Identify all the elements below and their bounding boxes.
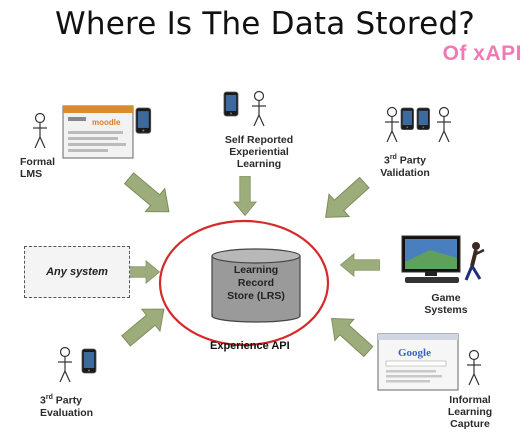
smartphone-icon-lms (135, 107, 152, 134)
label-line: Game (431, 292, 461, 304)
arrow-icon-self-reported (233, 176, 257, 216)
stick-figure-icon-self-reported (251, 90, 267, 127)
lrs-label-line: Record (237, 277, 275, 289)
lms-logo-text: moodle (92, 118, 121, 127)
experience-api-ring (158, 219, 330, 347)
smartphone-icon-self-reported (223, 91, 239, 117)
label-line: Systems (424, 304, 468, 316)
label-line: Informal (449, 394, 491, 406)
label-line: Self Reported (224, 134, 294, 146)
label-third-party-evaluation: 3rd Party Evaluation (40, 392, 93, 419)
label-line: Formal (20, 156, 56, 168)
slide-subtitle: Of xAPI (442, 42, 522, 65)
label-line: 3rd Party (40, 394, 83, 407)
lrs-label: Learning Record Store (LRS) (212, 264, 300, 303)
stick-figure-icon-lms (32, 112, 48, 149)
label-third-party-validation: 3rd Party Validation (360, 152, 450, 179)
label-game-systems: Game Systems (416, 292, 476, 316)
label-line: Experiential (229, 146, 289, 158)
smartphone-icon-validation-2 (416, 107, 431, 131)
game-console-icon (401, 235, 485, 283)
label-line: Capture (450, 418, 490, 430)
arrow-icon-informal-learning (321, 307, 379, 363)
slide-title: Where Is The Data Stored? (55, 6, 475, 42)
arrow-icon-evaluation (116, 297, 174, 353)
label-formal-lms: Formal LMS (20, 156, 55, 180)
google-screenshot-icon: Google (377, 333, 459, 391)
label-line: Evaluation (40, 406, 94, 419)
label-line: Validation (380, 166, 430, 179)
lrs-label-line: Learning (233, 264, 279, 276)
stick-figure-icon-evaluation (57, 346, 73, 383)
label-line: 3rd Party (383, 154, 427, 167)
lrs-label-line: Store (LRS) (227, 290, 285, 302)
experience-api-label: Experience API (210, 340, 290, 352)
arrow-icon-formal-lms (118, 166, 180, 224)
database-cylinder-icon (211, 248, 301, 323)
label-line: Learning (236, 158, 282, 170)
stick-figure-icon-informal (466, 349, 482, 386)
any-system-box: Any system (24, 246, 130, 298)
smartphone-icon-validation-1 (400, 107, 415, 131)
stick-figure-icon-validation-1 (384, 106, 400, 143)
arrow-icon-validation (315, 170, 375, 230)
lms-screenshot-icon: moodle (62, 105, 134, 159)
google-logo-text: Google (398, 347, 431, 359)
label-informal-learning: Informal Learning Capture (432, 394, 508, 430)
label-self-reported: Self Reported Experiential Learning (204, 134, 314, 170)
smartphone-icon-evaluation (81, 348, 97, 374)
stick-figure-icon-validation-2 (436, 106, 452, 143)
arrow-icon-game-systems (340, 253, 380, 277)
label-line: LMS (20, 168, 43, 180)
label-line: Learning (447, 406, 493, 418)
